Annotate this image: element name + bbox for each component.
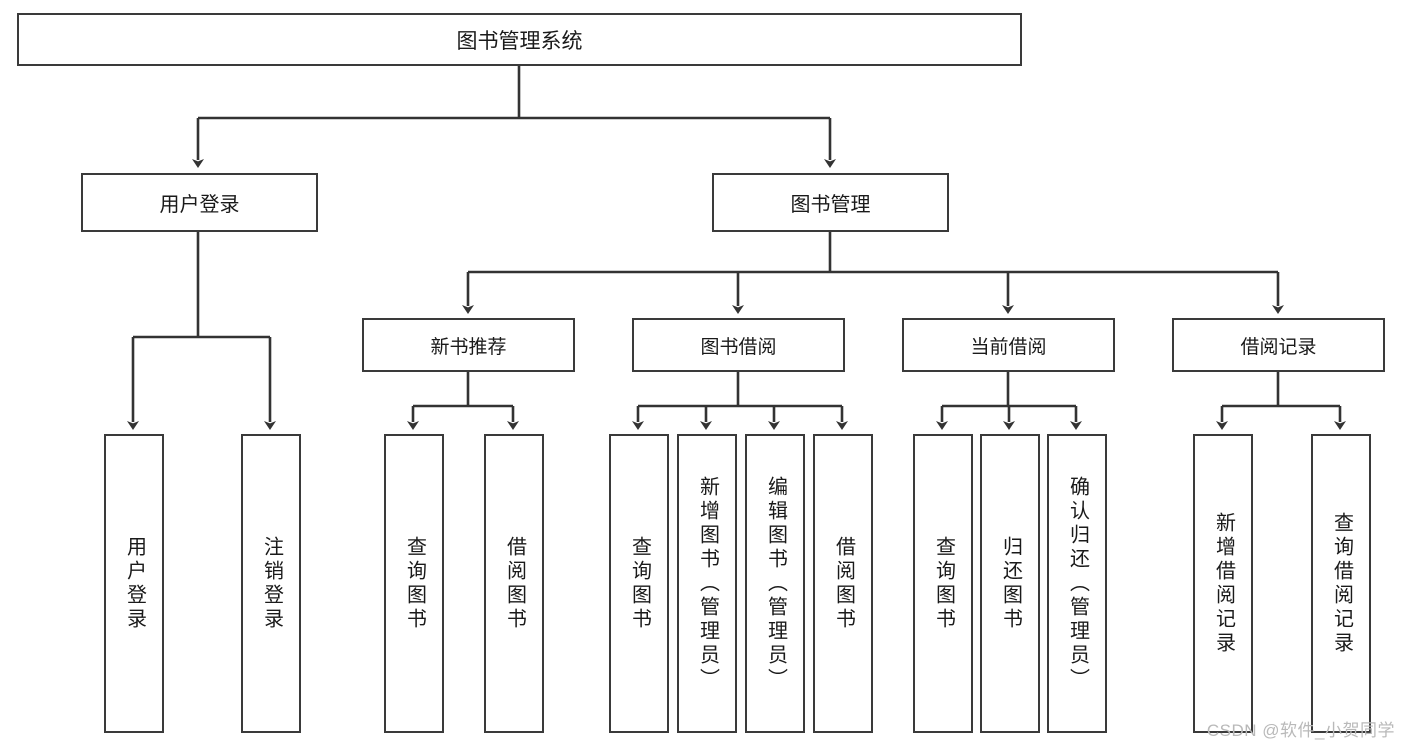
node-label: 确认归还（管理员） xyxy=(1066,475,1089,692)
node-label: 新书推荐 xyxy=(430,336,507,358)
node-label: 借阅图书 xyxy=(832,535,855,632)
node-label: 新增借阅记录 xyxy=(1212,511,1235,656)
node-label: 用户登录 xyxy=(159,194,240,216)
watermark-text: CSDN @软件_小贺同学 xyxy=(1206,721,1395,740)
edges-borrowrecords-to-leaves xyxy=(1216,372,1346,430)
node-label: 图书管理 xyxy=(790,194,871,216)
edges-newbook-to-leaves xyxy=(407,372,519,430)
edges-bookmgmt-to-level3 xyxy=(462,232,1284,314)
node-label: 新增图书（管理员） xyxy=(696,475,719,692)
leaf-book-borrow-query[interactable]: 查询图书 xyxy=(609,434,669,733)
node-root-system[interactable]: 图书管理系统 xyxy=(17,13,1022,66)
leaf-borrow-records-add[interactable]: 新增借阅记录 xyxy=(1193,434,1253,733)
node-label: 借阅记录 xyxy=(1240,336,1317,358)
leaf-new-book-query[interactable]: 查询图书 xyxy=(384,434,444,733)
node-label: 编辑图书（管理员） xyxy=(764,475,787,692)
node-book-borrow[interactable]: 图书借阅 xyxy=(632,318,845,372)
leaf-current-borrow-confirm-return[interactable]: 确认归还（管理员） xyxy=(1047,434,1107,733)
node-label: 借阅图书 xyxy=(503,535,526,632)
node-label: 用户登录 xyxy=(123,535,146,632)
leaf-new-book-borrow[interactable]: 借阅图书 xyxy=(484,434,544,733)
leaf-user-login-login[interactable]: 用户登录 xyxy=(104,434,164,733)
edges-userlogin-to-leaves xyxy=(127,232,276,430)
node-label: 查询图书 xyxy=(403,535,426,632)
edges-currentborrow-to-leaves xyxy=(936,372,1082,430)
node-current-borrow[interactable]: 当前借阅 xyxy=(902,318,1115,372)
leaf-book-borrow-borrow[interactable]: 借阅图书 xyxy=(813,434,873,733)
node-label: 查询图书 xyxy=(628,535,651,632)
node-label: 查询借阅记录 xyxy=(1330,511,1353,656)
edges-bookborrow-to-leaves xyxy=(632,372,848,430)
leaf-book-borrow-add[interactable]: 新增图书（管理员） xyxy=(677,434,737,733)
node-label: 当前借阅 xyxy=(970,336,1047,358)
leaf-user-login-logout[interactable]: 注销登录 xyxy=(241,434,301,733)
leaf-current-borrow-return[interactable]: 归还图书 xyxy=(980,434,1040,733)
node-label: 查询图书 xyxy=(932,535,955,632)
node-book-management[interactable]: 图书管理 xyxy=(712,173,949,232)
node-label: 图书借阅 xyxy=(700,336,777,358)
node-user-login[interactable]: 用户登录 xyxy=(81,173,318,232)
node-label: 归还图书 xyxy=(999,535,1022,632)
leaf-book-borrow-edit[interactable]: 编辑图书（管理员） xyxy=(745,434,805,733)
leaf-borrow-records-query[interactable]: 查询借阅记录 xyxy=(1311,434,1371,733)
leaf-current-borrow-query[interactable]: 查询图书 xyxy=(913,434,973,733)
node-new-book-recommend[interactable]: 新书推荐 xyxy=(362,318,575,372)
node-borrow-records[interactable]: 借阅记录 xyxy=(1172,318,1385,372)
node-label: 注销登录 xyxy=(260,535,283,632)
node-label: 图书管理系统 xyxy=(456,29,583,53)
edges-root-to-level2 xyxy=(192,66,836,168)
